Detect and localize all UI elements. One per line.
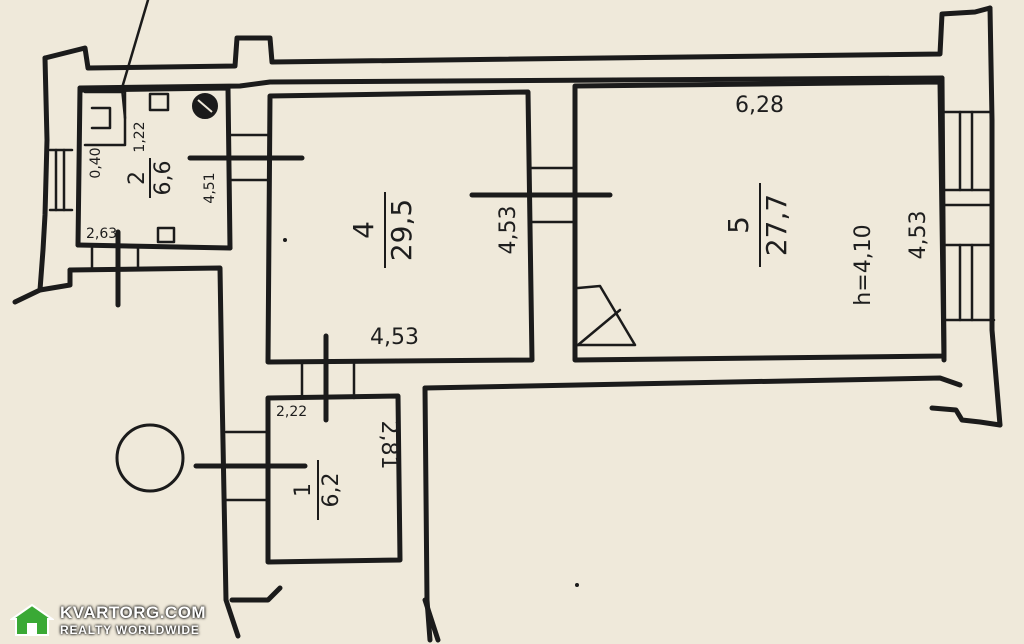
watermark-site: KVARTORG.COM <box>60 603 207 622</box>
room-5-label: 5 27,7 <box>722 183 793 267</box>
plan-windows <box>48 110 996 322</box>
room-2-length: 4,51 <box>202 172 218 203</box>
room-5-area: 27,7 <box>760 194 793 256</box>
room-5-number: 5 <box>722 216 755 234</box>
room-5-length: 4,53 <box>906 211 931 260</box>
plan-fixtures <box>83 0 637 587</box>
room-4-width: 4,53 <box>370 325 419 350</box>
room-4-length: 4,53 <box>496 206 521 255</box>
room-2-area: 6,6 <box>151 161 176 196</box>
room-1-width: 2,22 <box>276 404 307 420</box>
room-2-bath-dim: 1,22 <box>132 121 148 152</box>
plan-doors <box>90 133 613 502</box>
room-2-width: 2,63 <box>86 226 117 242</box>
room-4-number: 4 <box>347 221 380 239</box>
room-4-area: 29,5 <box>385 199 418 261</box>
room-1-length: 2,81 <box>376 421 401 470</box>
room-2-bath-depth: 0,40 <box>88 147 104 178</box>
room-4-label: 4 29,5 <box>347 192 418 268</box>
plan-walls <box>12 5 1003 643</box>
watermark-tagline: REALTY WORLDWIDE <box>60 623 200 637</box>
room-2-number: 2 <box>125 171 150 185</box>
room-1-label: 1 6,2 <box>291 460 344 520</box>
room-5-height: h=4,10 <box>851 224 876 305</box>
room-1-number: 1 <box>291 483 316 497</box>
house-logo-icon <box>10 603 54 636</box>
room-2-label: 2 6,6 <box>125 158 176 198</box>
watermark: KVARTORG.COM REALTY WORLDWIDE <box>10 602 206 638</box>
room-5-width: 6,28 <box>735 93 784 118</box>
room-1-area: 6,2 <box>319 473 344 508</box>
stair-circle-icon <box>115 423 185 493</box>
